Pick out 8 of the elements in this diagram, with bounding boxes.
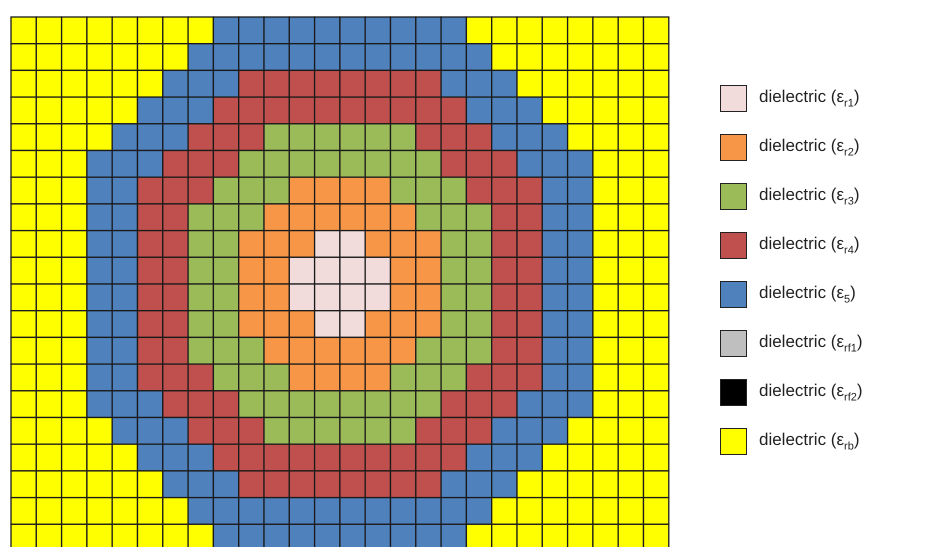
legend-label: dielectric (ε$_{rf1}$): [759, 332, 863, 354]
legend-label: dielectric (ε$_{r3}$): [759, 184, 860, 208]
legend-label: dielectric (ε$_{rb}$): [759, 430, 860, 452]
legend-label: dielectric (ε$_{r1}$): [759, 86, 860, 110]
legend-label: dielectric (ε$_{5}$): [759, 282, 856, 306]
legend-label: dielectric (ε$_{r4}$): [759, 234, 860, 256]
legend-label: dielectric (ε$_{r2}$): [759, 136, 860, 158]
legend-label: dielectric (ε$_{rf2}$): [759, 380, 863, 404]
